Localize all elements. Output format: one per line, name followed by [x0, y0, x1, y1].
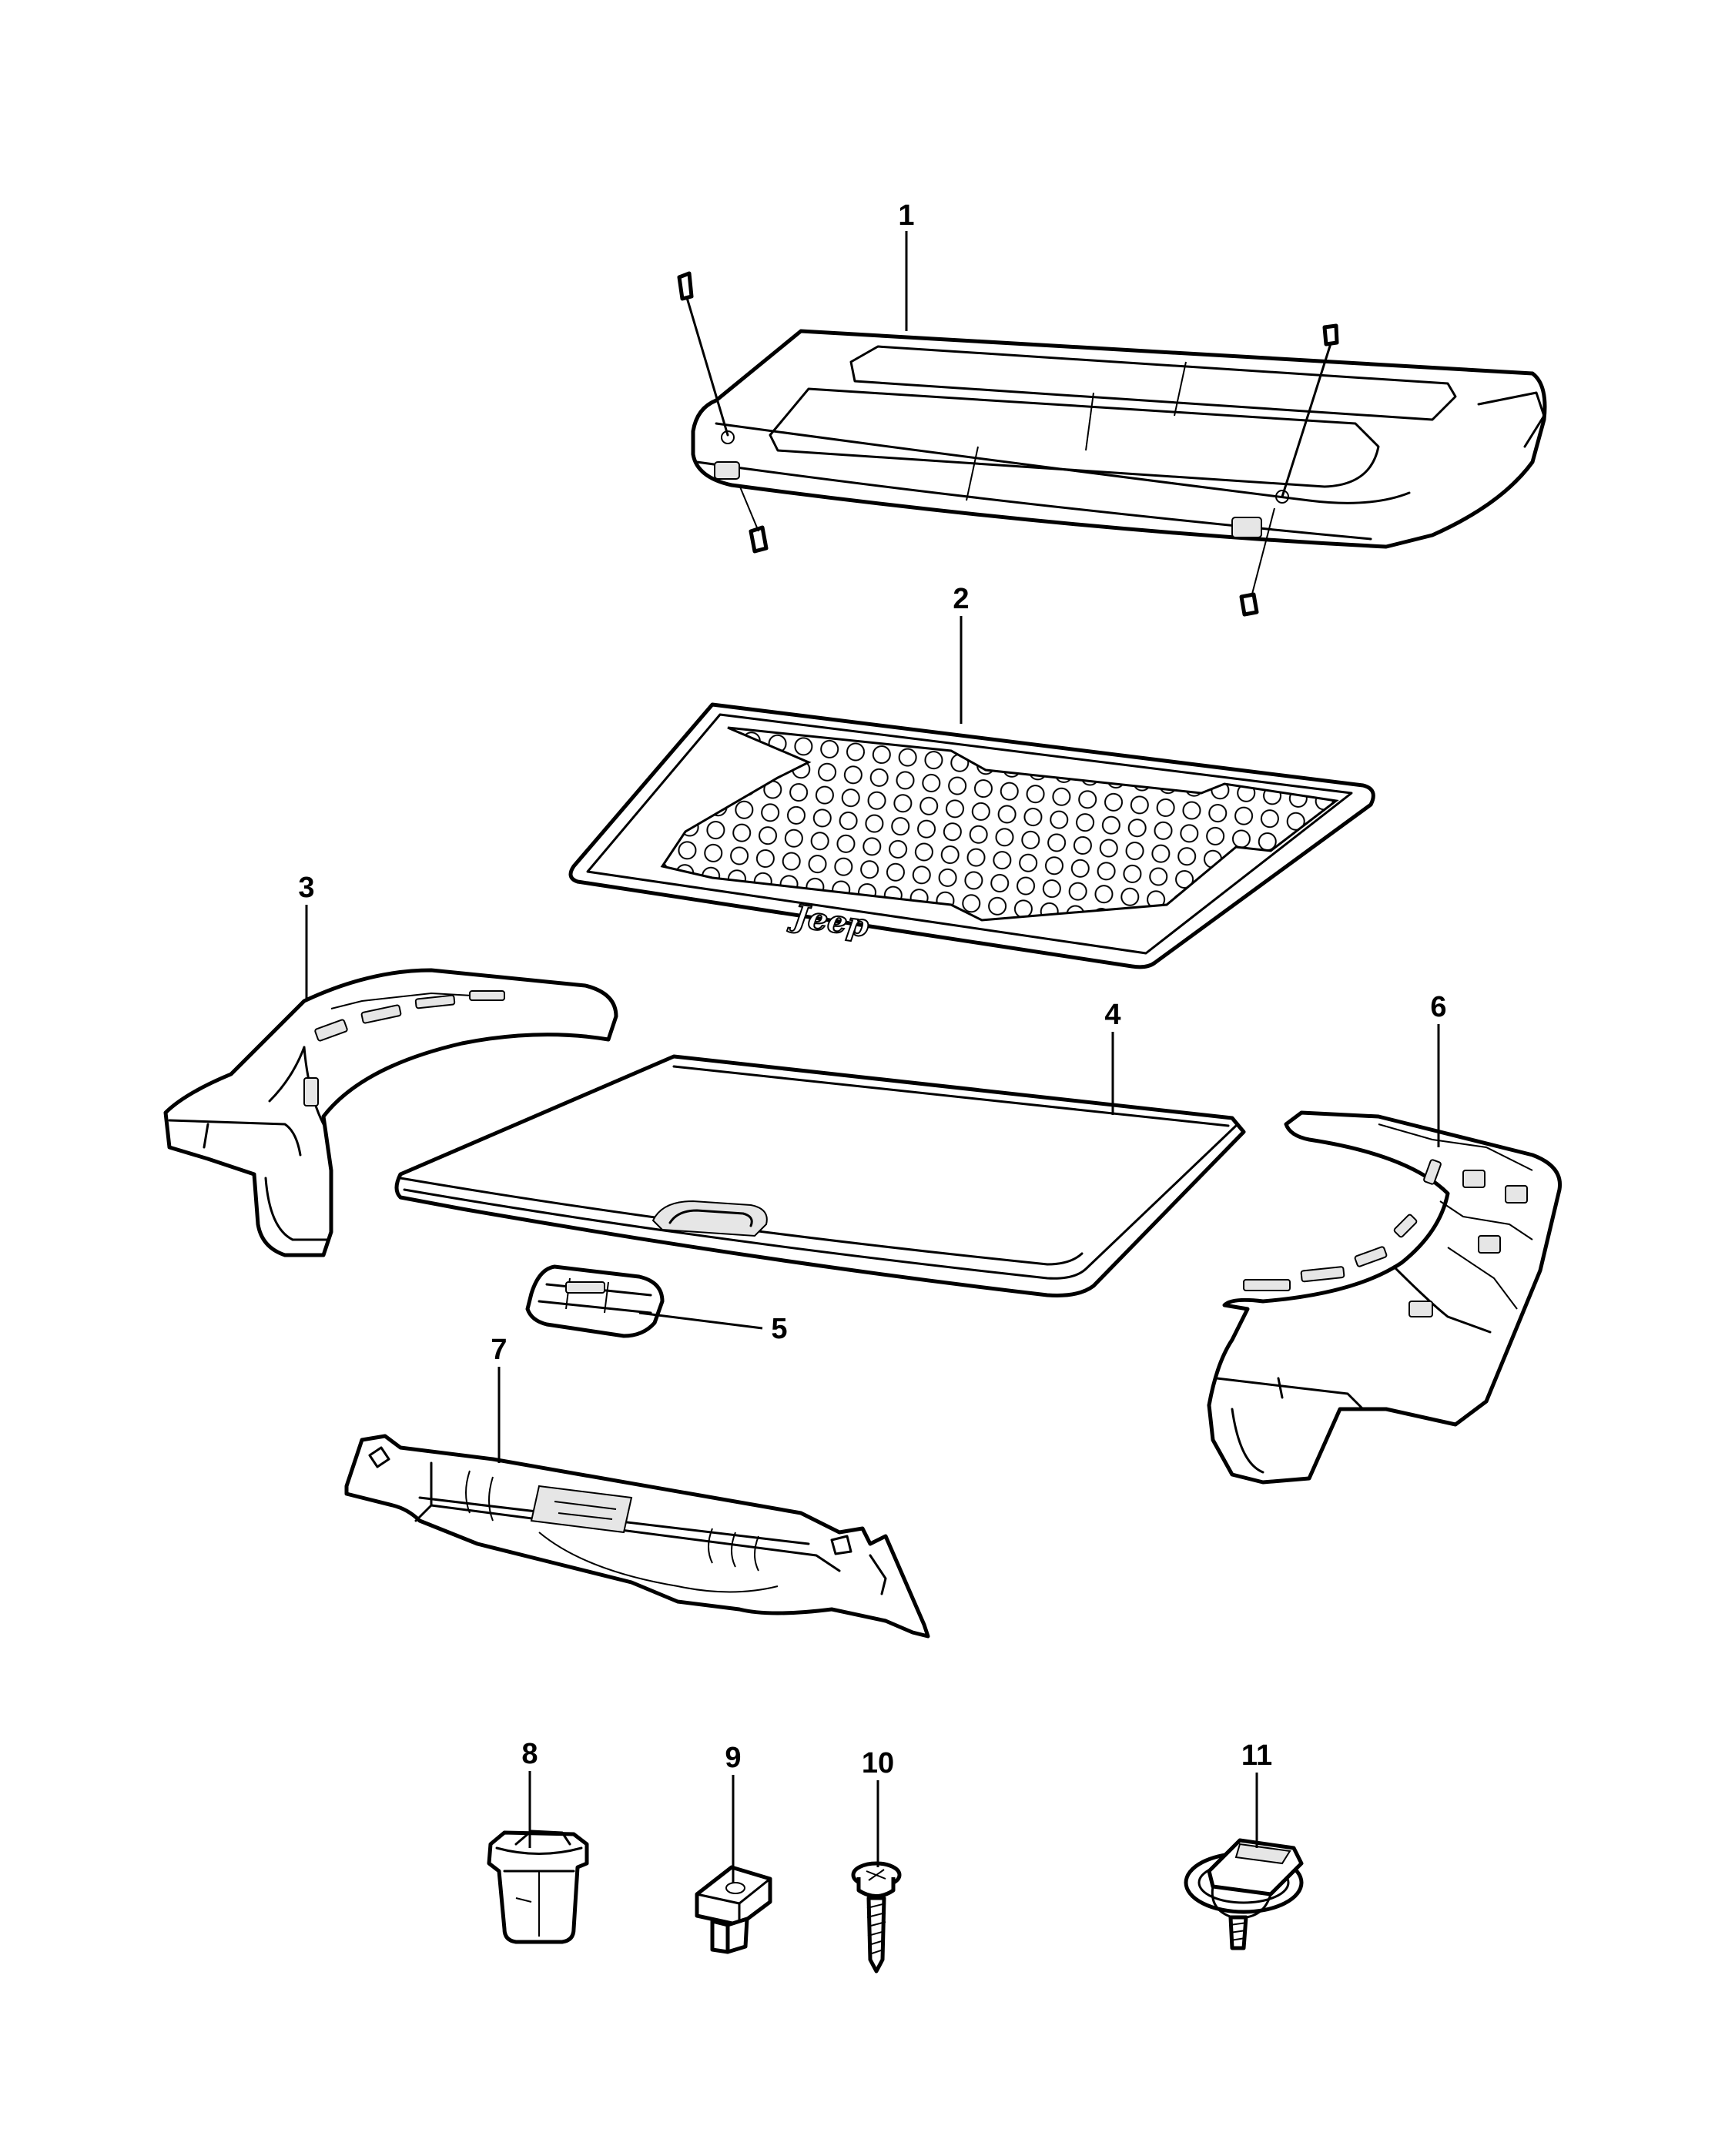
part-2-cargo-mat: Jeep [568, 702, 1375, 969]
part-1-cargo-shelf [677, 271, 1547, 617]
callout-5: 5 [771, 1313, 787, 1345]
part-10-screw [851, 1861, 902, 1974]
part-4-load-floor [394, 1054, 1246, 1297]
callout-7: 7 [491, 1334, 507, 1366]
leader-5 [638, 1311, 763, 1330]
part-11-tie-down-hook [1184, 1838, 1304, 1950]
callout-10: 10 [862, 1747, 894, 1779]
callout-3: 3 [298, 872, 314, 904]
callout-1: 1 [898, 199, 914, 232]
part-6-right-quarter-trim [1207, 1110, 1563, 1485]
callout-9: 9 [725, 1742, 741, 1774]
callout-6: 6 [1430, 991, 1446, 1023]
callout-labels: 1 2 3 4 5 6 7 8 9 10 11 [298, 199, 1446, 1779]
part-3-left-quarter-trim [163, 968, 618, 1257]
part-9-nut [695, 1865, 772, 1954]
callout-2: 2 [953, 583, 969, 615]
part-7-scuff-plate [344, 1434, 930, 1639]
callout-8: 8 [521, 1738, 538, 1770]
callout-11: 11 [1241, 1739, 1272, 1772]
leader-lines [305, 231, 1440, 1883]
part-8-clip [487, 1830, 589, 1944]
callout-4: 4 [1104, 999, 1120, 1031]
part-5-floor-insert [525, 1264, 665, 1338]
